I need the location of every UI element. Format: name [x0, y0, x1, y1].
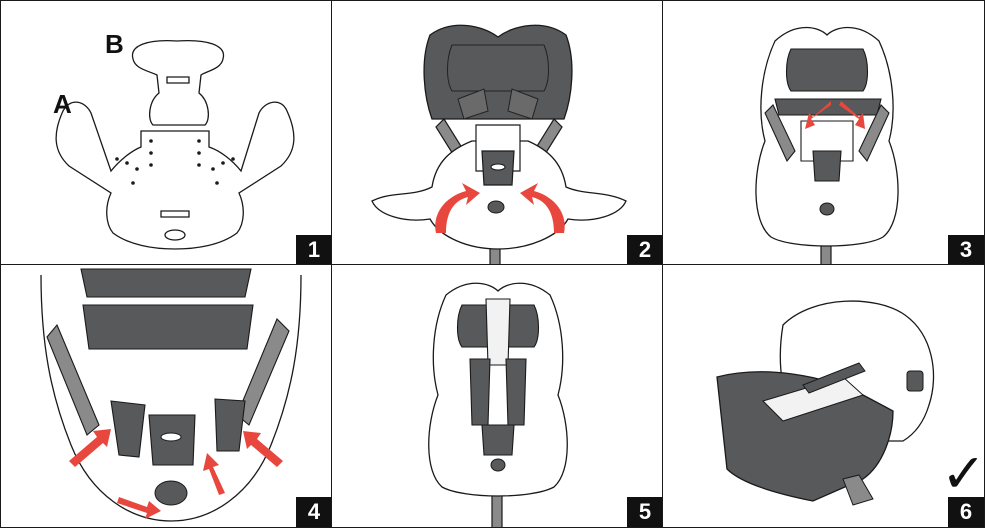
part-label-a: A [53, 89, 72, 120]
step-number-badge: 6 [948, 497, 984, 527]
harness-closeup-illustration [1, 265, 333, 528]
step-panel-1: A B 1 [0, 0, 333, 266]
step-panel-2: 2 [331, 0, 664, 266]
step-number-badge: 3 [948, 235, 984, 265]
checkmark-icon: ✓ [941, 447, 985, 501]
step-number-badge: 5 [627, 497, 663, 527]
step-panel-3: 3 [662, 0, 985, 266]
step-panel-4: 4 [0, 264, 333, 528]
cover-parts-illustration [1, 1, 333, 266]
step-number-badge: 2 [627, 235, 663, 265]
step-number-badge: 1 [296, 235, 332, 265]
part-label-b: B [105, 29, 124, 60]
harness-assembled-illustration [332, 265, 664, 528]
step-panel-5: 5 [331, 264, 664, 528]
completed-seat-illustration [663, 265, 985, 528]
step-panel-6: ✓ 6 [662, 264, 985, 528]
step-number-badge: 4 [296, 497, 332, 527]
cover-unfold-illustration [332, 1, 664, 266]
cover-fitting-illustration [663, 1, 985, 266]
